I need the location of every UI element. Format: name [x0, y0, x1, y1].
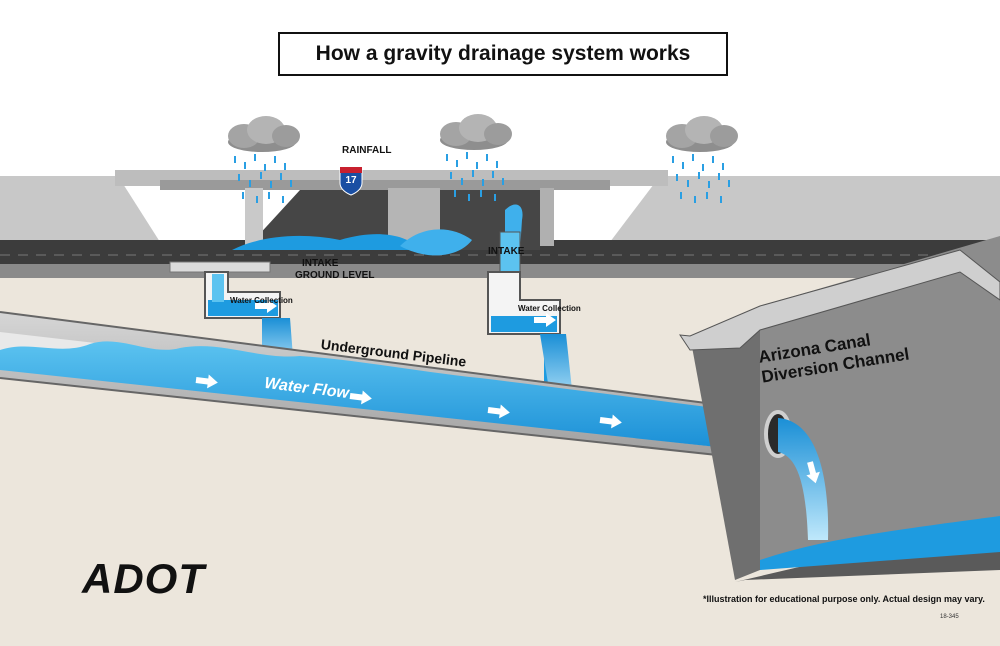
pipeline-water	[0, 341, 745, 450]
disclaimer-note: *Illustration for educational purpose on…	[703, 594, 985, 604]
document-code: 18-345	[940, 614, 959, 620]
ground-level-label: GROUND LEVEL	[295, 270, 375, 281]
bridge-pier	[540, 188, 554, 246]
water-collection-label-right: Water Collection	[518, 304, 581, 313]
intake-grate-left	[169, 261, 271, 273]
canal-top	[678, 249, 1000, 351]
intake-label-right: INTAKE	[488, 246, 525, 257]
water-collection-label-left: Water Collection	[230, 296, 293, 305]
adot-logo: ADOT	[82, 555, 205, 602]
interstate-number: 17	[345, 175, 357, 186]
rainfall-label: RAINFALL	[342, 145, 392, 156]
interstate-shield-icon	[339, 166, 363, 196]
puddle	[232, 234, 420, 250]
diagram-title: How a gravity drainage system works	[278, 32, 728, 76]
bridge-pier	[245, 188, 263, 248]
puddle	[400, 229, 472, 256]
outlet-waterfall	[778, 418, 829, 540]
embankment-left	[0, 176, 160, 242]
intake-label-left: INTAKE	[302, 258, 339, 269]
canal-wall-left	[690, 306, 760, 580]
embankment-right	[610, 176, 1000, 242]
canal-water	[760, 516, 1000, 570]
